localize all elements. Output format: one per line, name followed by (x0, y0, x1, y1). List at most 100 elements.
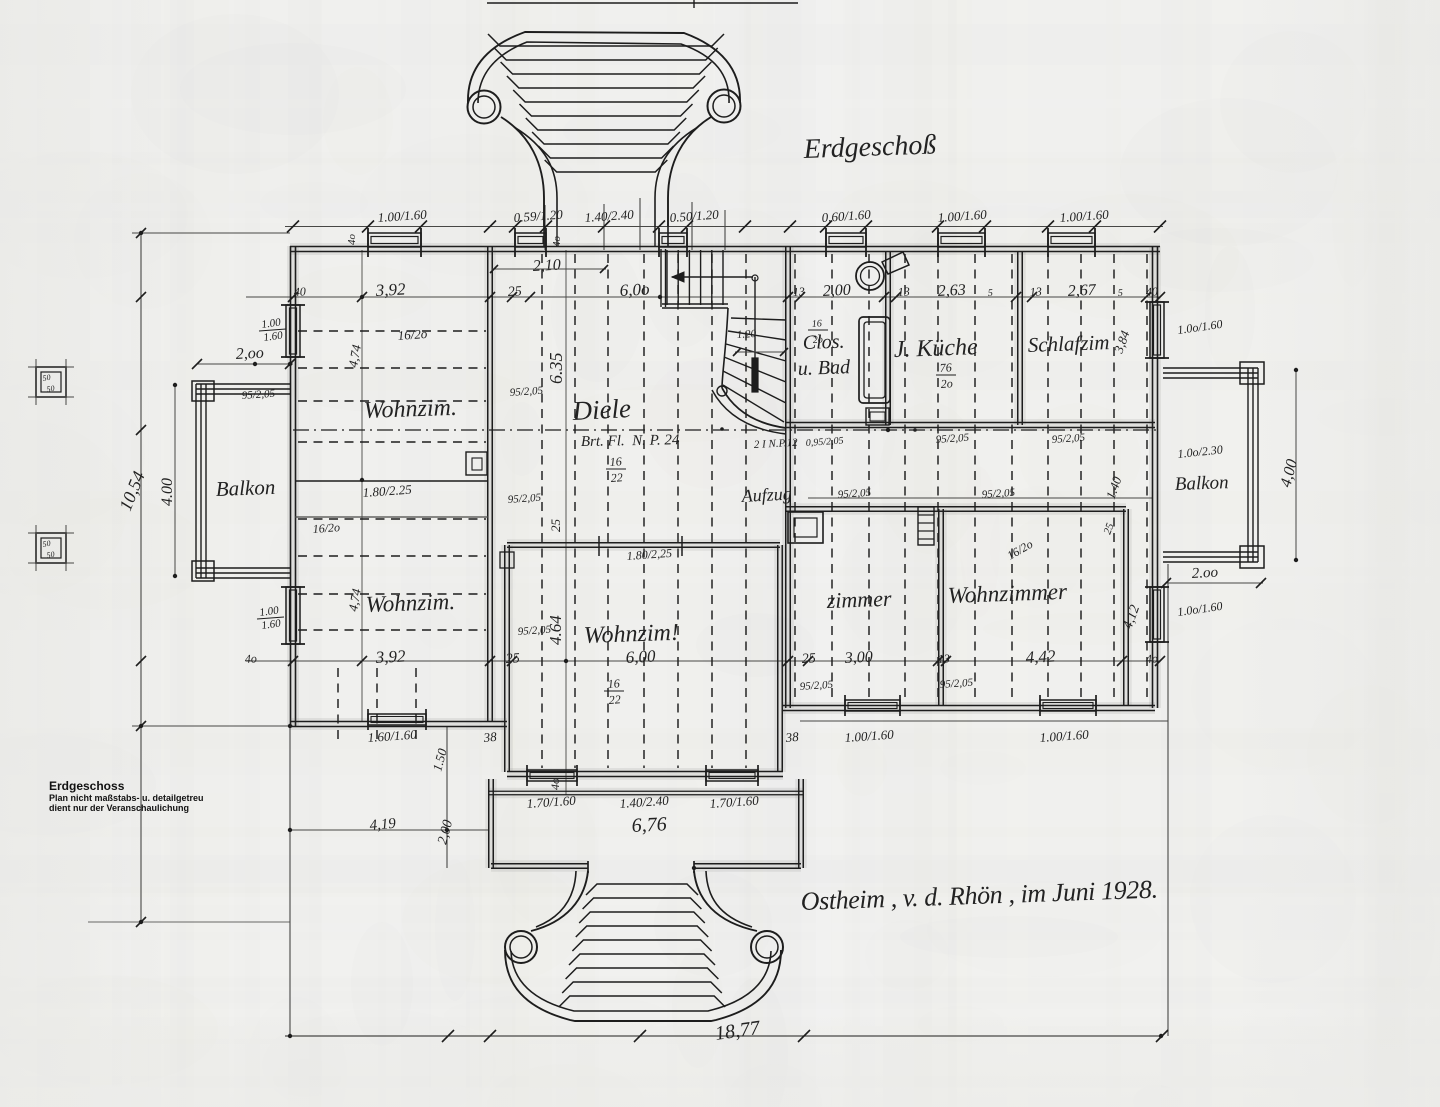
svg-text:95/2,05: 95/2,05 (1051, 432, 1086, 446)
svg-text:Plan nicht maßstabs- u. detail: Plan nicht maßstabs- u. detailgetreu (49, 793, 204, 803)
svg-text:4.64: 4.64 (546, 615, 565, 645)
svg-text:dient nur der Veranschaulichun: dient nur der Veranschaulichung (49, 803, 189, 813)
svg-text:1.0o/1.60: 1.0o/1.60 (1176, 599, 1223, 619)
svg-text:38: 38 (482, 729, 498, 745)
svg-text:50: 50 (42, 373, 51, 383)
svg-text:1.60: 1.60 (261, 617, 282, 632)
svg-text:16: 16 (609, 454, 622, 469)
svg-text:1.60/1.60: 1.60/1.60 (367, 727, 418, 745)
svg-text:1.00: 1.00 (261, 316, 282, 331)
svg-text:2,00: 2,00 (435, 818, 456, 846)
svg-text:5: 5 (988, 288, 994, 299)
svg-text:40: 40 (1145, 284, 1158, 299)
svg-text:6.35: 6.35 (546, 353, 566, 385)
svg-text:25: 25 (1102, 521, 1117, 536)
svg-text:Clos.: Clos. (802, 331, 844, 354)
svg-text:50: 50 (46, 550, 55, 560)
svg-text:2,oo: 2,oo (235, 345, 264, 363)
svg-text:3,00: 3,00 (843, 649, 873, 667)
svg-text:16/2o: 16/2o (312, 520, 340, 536)
svg-text:95/2,05: 95/2,05 (935, 432, 970, 446)
svg-text:Aufzug: Aufzug (740, 483, 792, 506)
svg-text:76: 76 (939, 360, 952, 375)
svg-text:1.40/2.40: 1.40/2.40 (619, 793, 670, 811)
svg-text:16: 16 (607, 676, 620, 691)
svg-text:13: 13 (1029, 284, 1042, 299)
svg-text:95/2,05: 95/2,05 (939, 677, 974, 691)
svg-text:0.50/1.20: 0.50/1.20 (669, 207, 720, 225)
svg-text:2,00: 2,00 (822, 282, 851, 300)
svg-text:u. Bad: u. Bad (797, 356, 851, 380)
svg-text:Erdgeschoß: Erdgeschoß (802, 129, 937, 165)
svg-text:1.70/1.60: 1.70/1.60 (526, 793, 577, 811)
svg-text:38: 38 (784, 729, 800, 745)
svg-text:1.20: 1.20 (737, 328, 757, 341)
svg-text:1.60: 1.60 (263, 329, 284, 344)
svg-text:4o: 4o (1145, 651, 1158, 666)
svg-text:40: 40 (293, 284, 306, 299)
svg-text:25: 25 (548, 519, 563, 533)
svg-text:50: 50 (46, 384, 55, 394)
svg-text:95/2,05: 95/2,05 (509, 385, 544, 399)
svg-text:95/2,05: 95/2,05 (981, 487, 1016, 501)
svg-text:1.0o/2.30: 1.0o/2.30 (1177, 442, 1224, 461)
svg-text:25: 25 (801, 651, 816, 667)
svg-text:2,63: 2,63 (937, 282, 966, 300)
svg-text:4o: 4o (548, 778, 562, 790)
svg-text:95/2,05: 95/2,05 (507, 492, 542, 506)
svg-text:22: 22 (608, 692, 621, 707)
svg-text:4.00: 4.00 (159, 478, 176, 506)
svg-text:Erdgeschoss: Erdgeschoss (49, 779, 125, 793)
svg-text:2o: 2o (940, 376, 953, 391)
svg-text:1.00/1.60: 1.00/1.60 (937, 207, 988, 225)
svg-text:1.00: 1.00 (259, 604, 280, 619)
svg-text:95/2,05: 95/2,05 (517, 624, 552, 638)
svg-text:Balkon: Balkon (1174, 472, 1229, 495)
svg-text:16: 16 (811, 318, 822, 330)
svg-text:13: 13 (792, 284, 805, 299)
svg-text:13: 13 (897, 284, 910, 299)
svg-text:1.50: 1.50 (429, 746, 450, 772)
svg-text:25: 25 (507, 284, 522, 300)
svg-text:Balkon: Balkon (215, 475, 275, 501)
svg-text:0.59/1.20: 0.59/1.20 (513, 207, 564, 225)
svg-text:J. Küche: J. Küche (893, 334, 978, 363)
svg-text:95/2,05: 95/2,05 (799, 679, 834, 693)
svg-text:95/2,05: 95/2,05 (241, 388, 276, 402)
svg-text:2,67: 2,67 (1067, 282, 1097, 300)
svg-text:0.60/1.60: 0.60/1.60 (821, 207, 872, 225)
svg-text:2o: 2o (812, 334, 823, 346)
svg-text:4,74: 4,74 (345, 343, 364, 369)
svg-text:6,00: 6,00 (625, 646, 656, 667)
svg-text:1.80/2,25: 1.80/2,25 (626, 546, 672, 563)
svg-text:Wohnzim.: Wohnzim. (363, 395, 457, 424)
svg-text:Diele: Diele (571, 393, 632, 426)
svg-text:22: 22 (610, 470, 623, 485)
svg-text:Wohnzimmer: Wohnzimmer (947, 579, 1068, 608)
svg-text:Wohnzim!: Wohnzim! (583, 620, 679, 649)
svg-text:5: 5 (1118, 288, 1124, 299)
svg-text:1.80/2.25: 1.80/2.25 (362, 482, 413, 500)
svg-text:1.00/1.60: 1.00/1.60 (1059, 207, 1110, 225)
svg-text:4,00: 4,00 (1277, 458, 1301, 489)
svg-text:4o: 4o (244, 651, 257, 666)
svg-text:2.oo: 2.oo (1191, 565, 1219, 582)
svg-text:zimmer: zimmer (825, 586, 892, 613)
svg-text:4o: 4o (346, 234, 358, 246)
svg-text:Wohnzim.: Wohnzim. (365, 589, 455, 617)
svg-text:1.70/1.60: 1.70/1.60 (709, 793, 760, 811)
svg-text:1.0o/1.60: 1.0o/1.60 (1176, 317, 1223, 337)
svg-text:13: 13 (937, 651, 950, 666)
svg-text:2,10: 2,10 (532, 257, 561, 275)
svg-text:3,92: 3,92 (374, 646, 406, 667)
svg-text:2 I N.P.12: 2 I N.P.12 (754, 437, 799, 451)
svg-text:25: 25 (505, 651, 520, 667)
svg-text:0,95/2,05: 0,95/2,05 (805, 435, 843, 449)
svg-text:1.40: 1.40 (1103, 474, 1125, 501)
svg-text:1.00/1.60: 1.00/1.60 (377, 207, 428, 225)
svg-text:6,76: 6,76 (631, 813, 667, 837)
svg-text:95/2,05: 95/2,05 (837, 487, 872, 501)
svg-text:4,19: 4,19 (369, 816, 397, 834)
svg-text:Brt. Fl. N. P. 24: Brt. Fl. N. P. 24 (581, 432, 680, 450)
svg-text:1.00/1.60: 1.00/1.60 (1039, 727, 1090, 745)
